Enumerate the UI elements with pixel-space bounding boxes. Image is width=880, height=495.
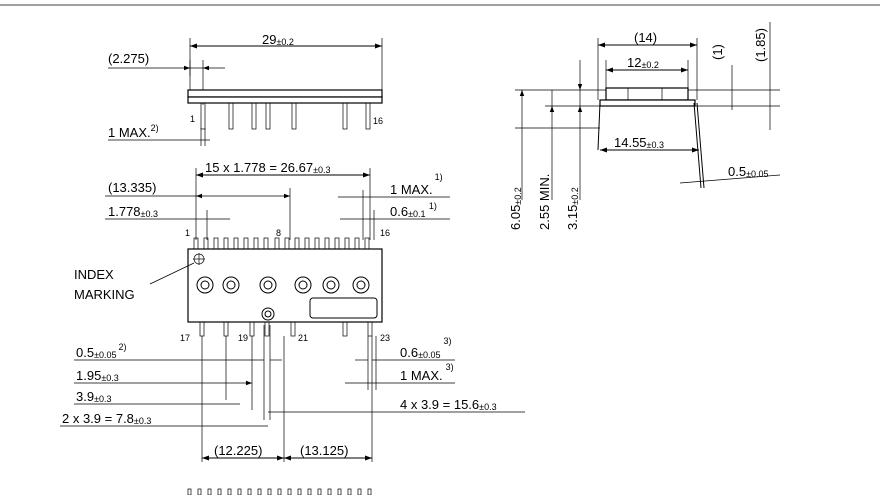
pin1-offset-label: (2.275): [108, 51, 149, 66]
d1-label: 1.95±0.3: [76, 368, 119, 383]
front-view: 15 x 1.778 = 26.67±0.3 (13.335) 1.778±0.…: [74, 160, 450, 343]
lead-thk-label: 0.5±0.05: [728, 164, 769, 179]
d2-label: 3.9±0.3: [76, 389, 112, 404]
standoff-label: 2.55 MIN.: [537, 174, 552, 230]
pitch-label: 1.778±0.3: [108, 204, 158, 219]
overall-width-label: (14): [634, 30, 657, 45]
lower-pin-23: 23: [380, 333, 390, 343]
front-pin-first: 1: [185, 228, 190, 238]
lower-pin-17: 17: [180, 333, 190, 343]
front-pin-mid: 8: [276, 228, 281, 238]
half-pitch-label: (13.335): [108, 180, 156, 195]
dim-arrows: [184, 65, 209, 71]
bottom-left-label: (12.225): [214, 443, 262, 458]
right-pin-width-label: 0.6±0.053): [400, 336, 452, 360]
top-body-lower: [187, 96, 383, 104]
left-lead: [597, 102, 601, 151]
lower-pin-19: 19: [238, 333, 248, 343]
side-view: (14) 12±0.2 (1) (1.85) 14.55±0.3 0.5±0.: [508, 22, 781, 230]
upper-pin-row: [193, 237, 370, 250]
lower-pin-row: [199, 321, 373, 337]
body-height-label: 3.15±0.2: [565, 187, 580, 230]
overall-length-label: 29±0.2: [262, 32, 294, 47]
pin-length-label: 1 MAX.2): [108, 123, 159, 140]
index-label-2: MARKING: [74, 287, 135, 302]
top-body-upper: [187, 89, 383, 98]
bottom-view-pins-partial: [187, 488, 372, 495]
bottom-right-label: (13.125): [300, 443, 348, 458]
dim-185-label: (1.85): [753, 28, 768, 62]
front-body: [187, 248, 383, 323]
top-view: 29±0.2 (2.275) 1 16 1 MAX.2): [108, 32, 383, 146]
front-pin-last: 16: [380, 228, 390, 238]
side-base: [599, 99, 696, 107]
height-label: 6.05±0.2: [508, 187, 523, 230]
index-leader: [149, 262, 195, 285]
right-lead: [693, 102, 702, 189]
top-pin-first: 1: [190, 114, 195, 124]
pin-width-label: 0.6±0.11): [390, 201, 437, 219]
dim-1-label: (1): [710, 44, 725, 60]
mounting-holes: [196, 276, 370, 321]
side-body: [605, 87, 689, 101]
right-span-label: 4 x 3.9 = 15.6±0.3: [400, 397, 497, 412]
top-pin-last: 16: [373, 116, 383, 126]
lower-pin-width-label: 0.5±0.052): [76, 342, 127, 360]
index-label-1: INDEX: [74, 267, 114, 282]
lead-span-label: 14.55±0.3: [614, 135, 664, 150]
left-span-label: 2 x 3.9 = 7.8±0.3: [62, 411, 151, 426]
top-view-pins: [200, 102, 371, 130]
label-window: [309, 297, 378, 319]
pitch-total-label: 15 x 1.778 = 26.67±0.3: [205, 160, 331, 175]
lower-dimensions: 0.5±0.052) 0.6±0.053) 1.95±0.3 1 MAX.3) …: [60, 325, 525, 495]
lower-pin-21: 21: [298, 333, 308, 343]
inner-width-label: 12±0.2: [627, 55, 659, 70]
right-max-label: 1 MAX.3): [400, 362, 454, 383]
max-note-label: 1 MAX.1): [390, 172, 443, 197]
